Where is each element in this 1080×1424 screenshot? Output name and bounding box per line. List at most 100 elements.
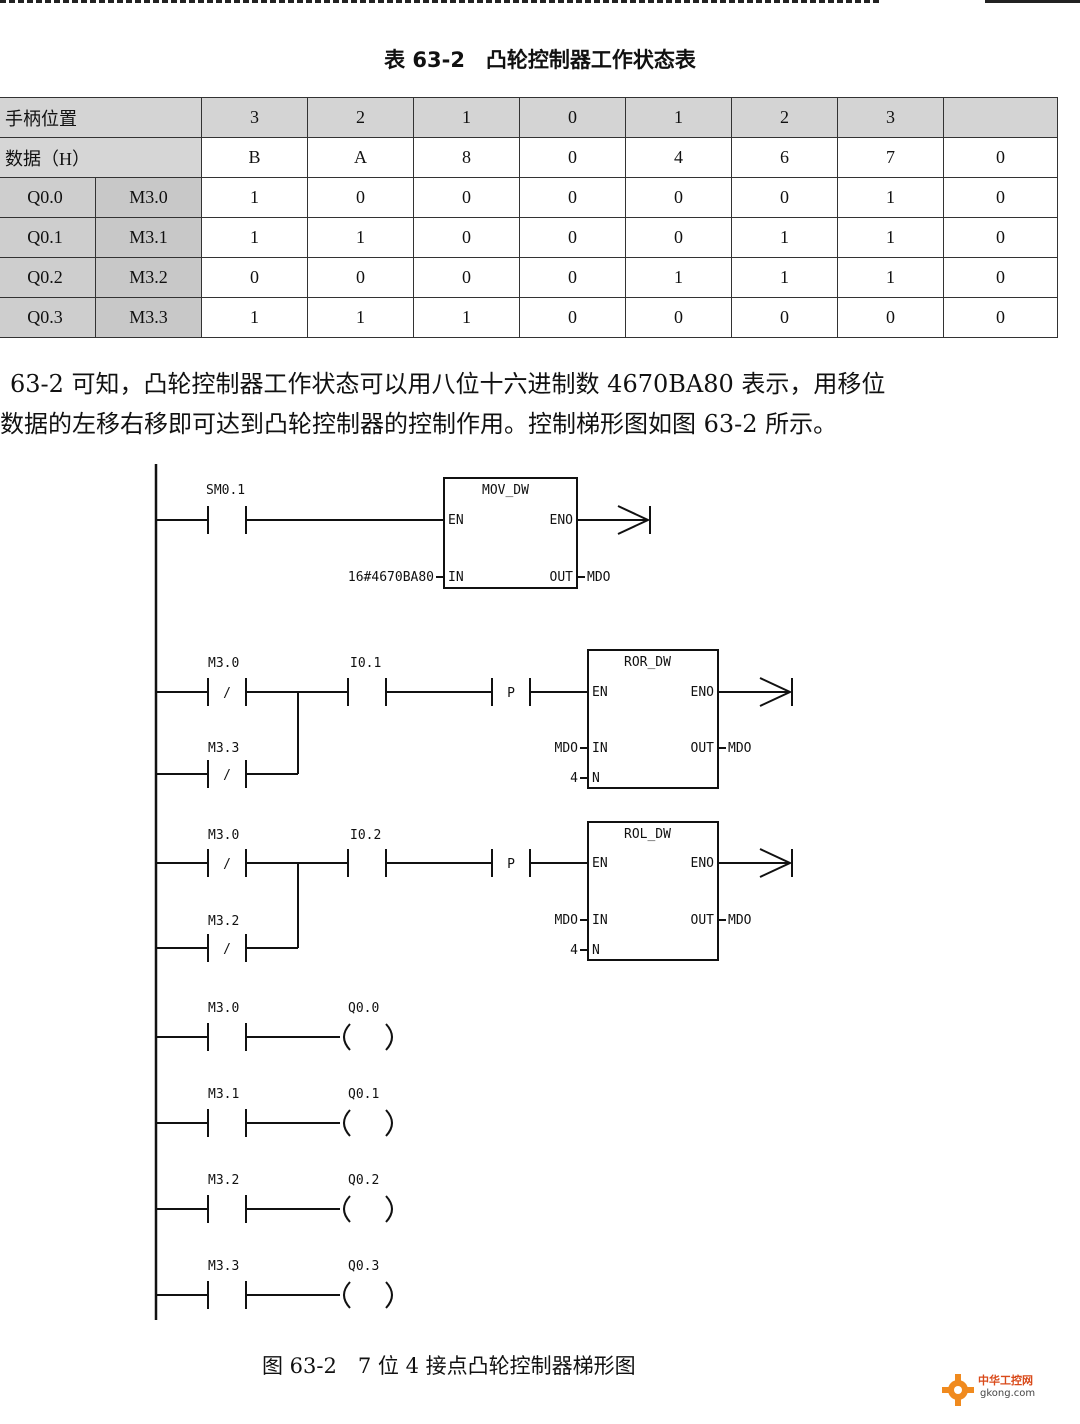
operand-label: MDO [555,741,579,756]
contact-label: I0.1 [350,656,381,671]
operand-label: MDO [555,913,579,928]
table-cell: 0 [731,177,838,218]
paragraph-line: 63-2 可知，凸轮控制器工作状态可以用八位十六进制数 4670BA80 表示，… [10,370,886,398]
body-paragraph: 63-2 可知，凸轮控制器工作状态可以用八位十六进制数 4670BA80 表示，… [0,364,1080,444]
top-rule [0,0,880,3]
data-header: 数据（H） [0,137,202,178]
pin-label: ENO [691,856,715,871]
table-cell: 0 [519,297,626,338]
table-cell: 1 [625,97,732,138]
table-cell: 3 [201,97,308,138]
pin-label: OUT [691,741,715,756]
pin-label: IN [448,570,464,585]
table-cell: B [201,137,308,178]
table-cell: A [307,137,414,178]
ror-dw-block [587,649,719,789]
table-cell: 0 [413,177,520,218]
table-cell: 0 [307,257,414,298]
table-cell: 0 [413,257,520,298]
table-cell: 1 [731,217,838,258]
pin-label: N [592,943,600,958]
pin-label: EN [592,685,608,700]
rol-dw-block [587,821,719,961]
table-cell: 2 [731,97,838,138]
position-header: 手柄位置 [0,97,202,138]
table-cell: 7 [837,137,944,178]
table-cell: 0 [519,177,626,218]
pin-label: EN [448,513,464,528]
coil [343,1195,351,1223]
m-cell: M3.1 [95,217,202,258]
operand-label: MDO [587,570,611,585]
table-cell: 0 [519,217,626,258]
block-name: ROL_DW [624,827,671,842]
table-cell: 2 [307,97,414,138]
contact-label: M3.1 [208,1087,239,1102]
contact-label: M3.0 [208,828,239,843]
network-output-q02 [156,1195,393,1223]
table-cell: 0 [625,217,732,258]
eno-arrow [759,677,793,707]
table-cell: 0 [413,217,520,258]
top-rule-right [985,0,1080,3]
mov-dw-block [443,477,578,589]
contact-label: M3.2 [208,1173,239,1188]
table-cell: 0 [943,297,1058,338]
table-cell: 0 [519,137,626,178]
pin-label: EN [592,856,608,871]
gear-icon [942,1374,974,1406]
table-cell: 0 [519,97,626,138]
coil-label: Q0.3 [348,1259,379,1274]
table-cell: 1 [731,257,838,298]
coil-label: Q0.0 [348,1001,379,1016]
nc-mark: / [223,768,231,783]
network-output-q01 [156,1109,393,1137]
logo-url: gkong.com [980,1388,1036,1399]
block-name: MOV_DW [482,483,529,498]
operand-label: 4 [570,771,578,786]
table-row: Q0.3 M3.3 1 1 1 0 0 0 0 0 [0,297,1058,338]
pin-label: IN [592,913,608,928]
q-cell: Q0.1 [0,217,96,258]
network-output-q00 [156,1023,393,1051]
coil [343,1109,351,1137]
table-cell: 1 [413,97,520,138]
block-name: ROR_DW [624,655,671,670]
operand-label: MDO [728,913,752,928]
coil-label: Q0.2 [348,1173,379,1188]
table-cell: 1 [625,257,732,298]
contact-label: M3.2 [208,914,239,929]
table-cell: 1 [307,297,414,338]
contact-label: M3.0 [208,1001,239,1016]
pin-label: N [592,771,600,786]
table-cell: 0 [625,177,732,218]
contact-label: I0.2 [350,828,381,843]
table-cell: 6 [731,137,838,178]
table-row: Q0.2 M3.2 0 0 0 0 1 1 1 0 [0,257,1058,298]
m-cell: M3.0 [95,177,202,218]
table-row: Q0.1 M3.1 1 1 0 0 0 1 1 0 [0,217,1058,258]
table-cell: 0 [307,177,414,218]
pin-label: ENO [550,513,574,528]
ladder-diagram: SM0.1 MOV_DW EN ENO IN OUT 16#4670BA80 M… [154,464,793,1320]
contact-label: M3.3 [208,1259,239,1274]
pin-label: OUT [691,913,715,928]
table-cell: 1 [201,217,308,258]
nc-mark: / [223,942,231,957]
table-row: Q0.0 M3.0 1 0 0 0 0 0 1 0 [0,177,1058,218]
table-cell: 0 [837,297,944,338]
m-cell: M3.3 [95,297,202,338]
network-mov [156,477,651,589]
contact-label: M3.3 [208,741,239,756]
network-rol [156,821,793,962]
pin-label: OUT [550,570,574,585]
p-label: P [507,857,515,872]
coil-label: Q0.1 [348,1087,379,1102]
figure-caption: 图 63-2 7 位 4 接点凸轮控制器梯形图 [262,1354,636,1378]
table-cell: 0 [625,297,732,338]
network-output-q03 [156,1281,393,1309]
table-title: 表 63-2 凸轮控制器工作状态表 [384,48,696,72]
p-label: P [507,686,515,701]
eno-arrow [759,848,793,878]
table-cell: 0 [943,257,1058,298]
